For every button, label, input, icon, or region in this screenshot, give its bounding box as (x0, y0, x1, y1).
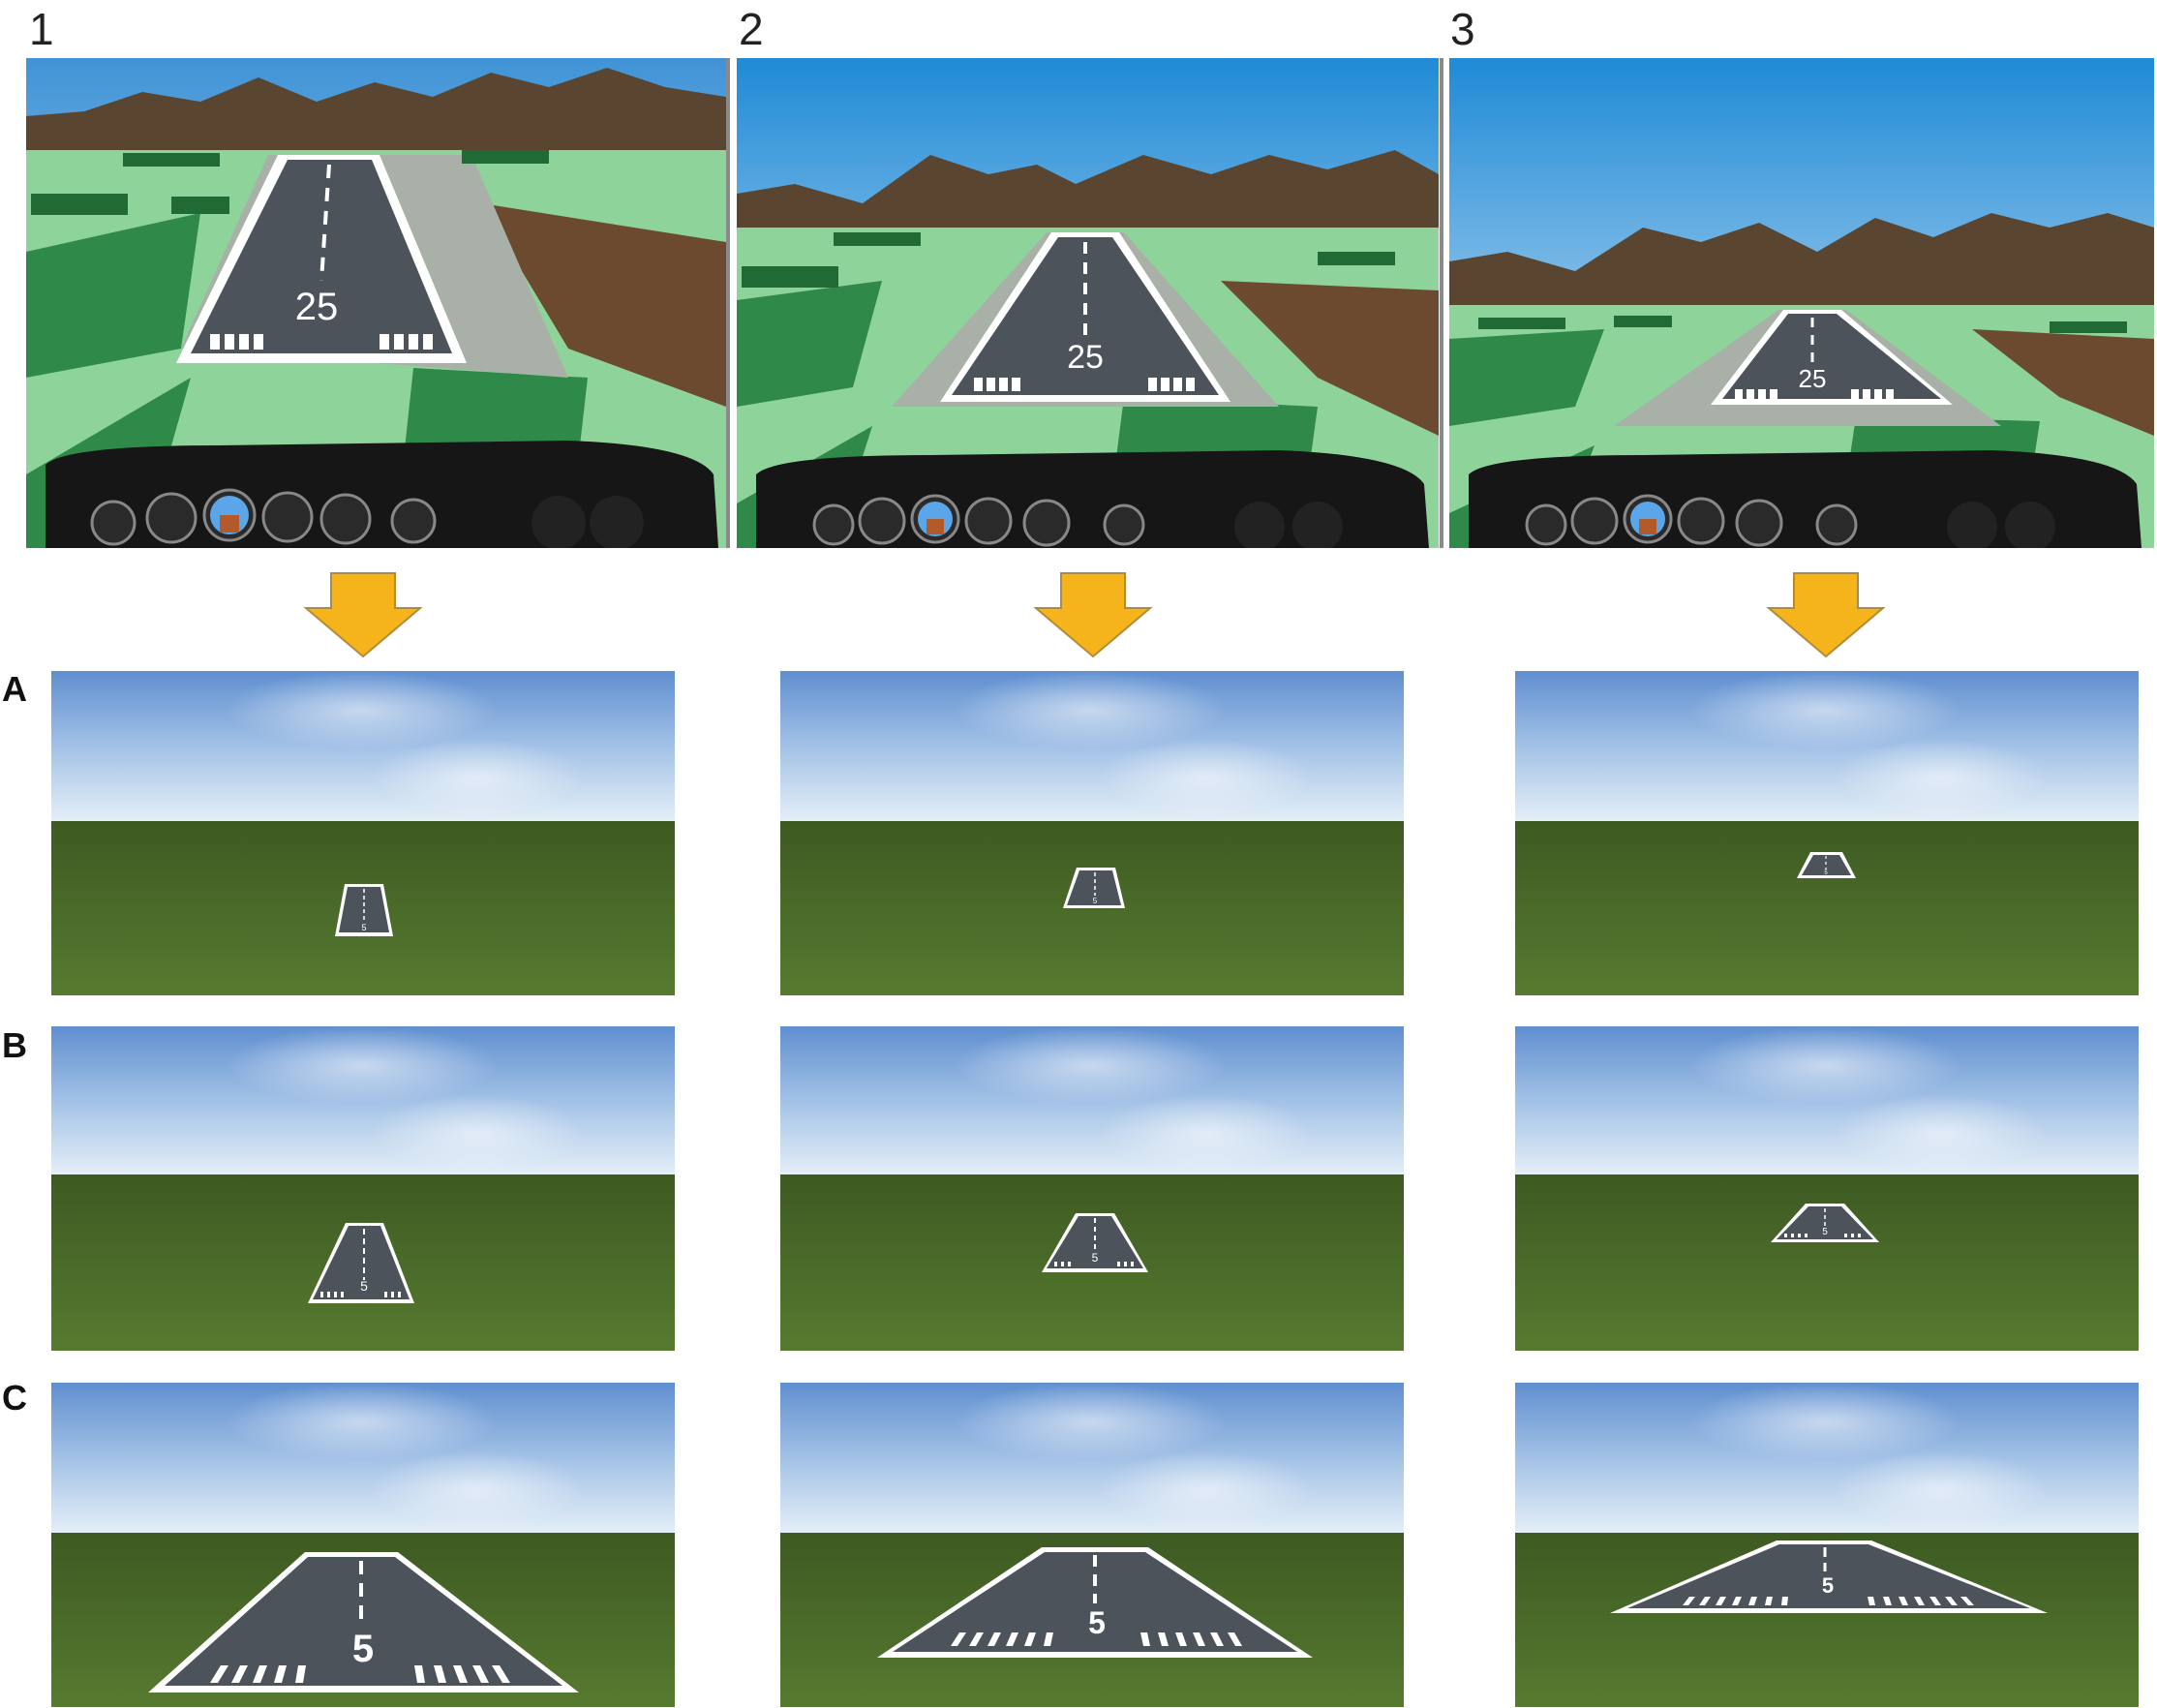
sim-view-b3: 5 (1515, 1026, 2139, 1351)
sim-number-b1: 5 (360, 1278, 368, 1294)
panel-divider-2 (1440, 58, 1443, 548)
sim-number-a1: 5 (361, 923, 366, 932)
row-label-a: A (2, 669, 27, 709)
sim-view-a1: 5 (51, 671, 675, 995)
down-arrow-1 (302, 571, 424, 658)
column-label-3: 3 (1450, 4, 1475, 54)
runway-number-1: 25 (295, 286, 339, 328)
sim-view-c3: 5 (1515, 1383, 2139, 1707)
row-label-c: C (2, 1378, 27, 1418)
sim-view-b1: 5 (51, 1026, 675, 1351)
cockpit-illustration-2: 25 (737, 58, 1439, 548)
sim-number-c1: 5 (352, 1628, 374, 1670)
sim-view-c1: 5 (51, 1383, 675, 1707)
sim-number-c2: 5 (1088, 1605, 1106, 1640)
down-arrow-3 (1765, 571, 1887, 658)
sim-number-b2: 5 (1092, 1251, 1099, 1265)
cockpit-view-3: 25 (1449, 58, 2154, 548)
column-label-1: 1 (29, 4, 54, 54)
runway-number-3: 25 (1799, 364, 1827, 393)
sim-number-a3: 5 (1824, 870, 1828, 876)
sim-view-b2: 5 (780, 1026, 1404, 1351)
sim-view-a3: 5 (1515, 671, 2139, 995)
sim-number-c3: 5 (1822, 1573, 1834, 1598)
cockpit-illustration-1: 25 (26, 58, 726, 548)
down-arrow-2 (1032, 571, 1154, 658)
sim-view-a2: 5 (780, 671, 1404, 995)
sim-number-a2: 5 (1093, 897, 1098, 905)
runway-number-2: 25 (1067, 339, 1104, 376)
cockpit-view-2: 25 (737, 58, 1439, 548)
column-label-2: 2 (739, 4, 764, 54)
row-label-b: B (2, 1025, 27, 1065)
panel-divider-1 (726, 58, 730, 548)
sim-view-c2: 5 (780, 1383, 1404, 1707)
cockpit-illustration-3: 25 (1449, 58, 2154, 548)
cockpit-view-1: 25 (26, 58, 726, 548)
sim-number-b3: 5 (1822, 1227, 1828, 1237)
